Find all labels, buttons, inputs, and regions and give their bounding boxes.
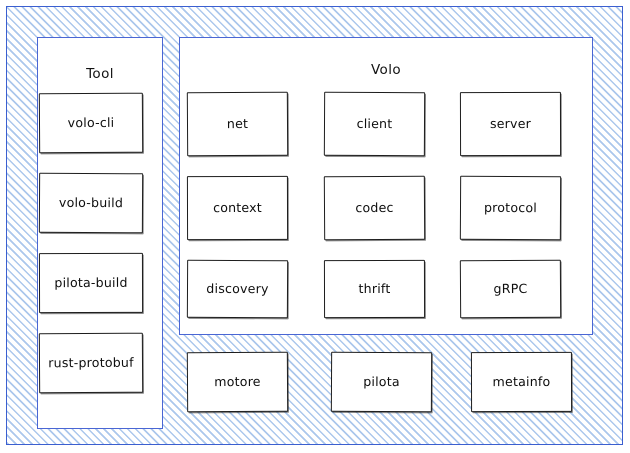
node-label: client	[356, 115, 393, 131]
node-label: codec	[355, 199, 394, 215]
node-label: gRPC	[493, 280, 528, 296]
node-volo-cli[interactable]: volo-cli	[38, 92, 144, 154]
node-label: thrift	[358, 280, 391, 296]
node-label: discovery	[206, 280, 269, 296]
node-codec[interactable]: codec	[323, 175, 426, 241]
node-label: pilota	[363, 373, 400, 389]
node-label: volo-cli	[67, 114, 115, 130]
node-client[interactable]: client	[323, 91, 426, 157]
node-label: rust-protobuf	[48, 354, 134, 370]
node-label: volo-build	[58, 194, 124, 210]
node-protocol[interactable]: protocol	[459, 175, 562, 241]
panel-tool-title: Tool	[86, 66, 114, 82]
node-label: metainfo	[492, 373, 551, 389]
node-label: net	[226, 115, 249, 131]
node-server[interactable]: server	[459, 91, 562, 157]
node-label: context	[213, 199, 262, 215]
outer-hatched-container: Tool Volo volo-cli volo-build pilota-bui…	[6, 6, 623, 445]
node-label: pilota-build	[54, 274, 128, 290]
node-rust-protobuf[interactable]: rust-protobuf	[38, 332, 144, 394]
node-metainfo[interactable]: metainfo	[470, 351, 573, 413]
node-grpc[interactable]: gRPC	[459, 259, 562, 319]
node-discovery[interactable]: discovery	[186, 259, 289, 319]
node-thrift[interactable]: thrift	[323, 259, 426, 319]
node-label: protocol	[483, 199, 538, 215]
node-pilota[interactable]: pilota	[330, 351, 433, 413]
node-label: motore	[214, 373, 261, 389]
node-label: server	[489, 115, 532, 131]
node-motore[interactable]: motore	[186, 351, 289, 413]
panel-volo-title: Volo	[370, 62, 402, 78]
node-context[interactable]: context	[186, 175, 289, 241]
node-pilota-build[interactable]: pilota-build	[38, 252, 144, 314]
node-volo-build[interactable]: volo-build	[38, 172, 144, 234]
node-net[interactable]: net	[186, 91, 289, 157]
